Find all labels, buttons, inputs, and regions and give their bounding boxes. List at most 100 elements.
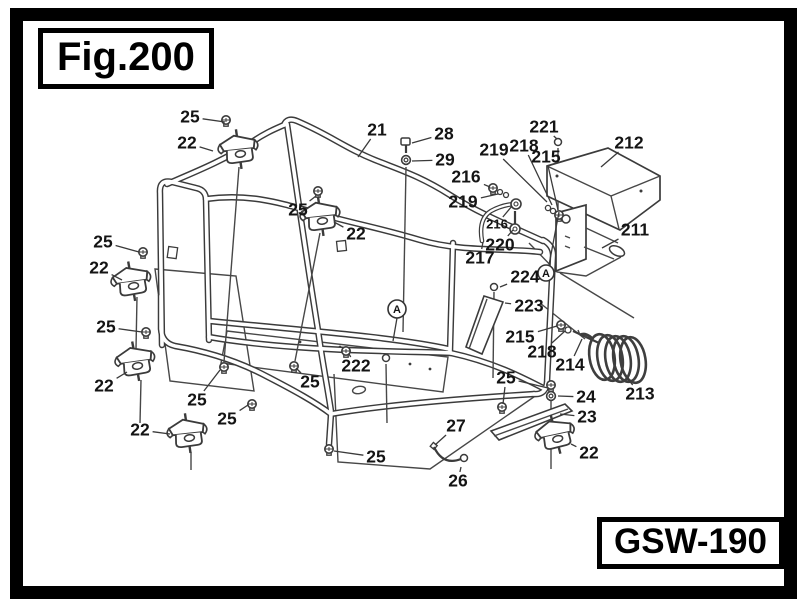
part-callout-22: 22 bbox=[346, 223, 366, 244]
leader-line bbox=[573, 338, 583, 357]
leader-line bbox=[600, 151, 619, 168]
leader-line bbox=[551, 330, 566, 344]
part-callout-24: 24 bbox=[576, 386, 596, 407]
part-callout-215: 215 bbox=[531, 146, 561, 167]
part-callout-25: 25 bbox=[96, 316, 116, 337]
part-callout-211: 211 bbox=[620, 219, 650, 240]
leader-line bbox=[626, 377, 634, 386]
leader-lines bbox=[111, 118, 634, 473]
part-callout-26: 26 bbox=[448, 470, 468, 491]
part-callout-219: 219 bbox=[448, 191, 478, 212]
frame-tubes bbox=[160, 120, 553, 444]
leader-line bbox=[118, 328, 143, 333]
strip-plate-223 bbox=[464, 295, 505, 356]
part-callout-218: 218 bbox=[527, 341, 557, 362]
leader-line bbox=[459, 466, 462, 473]
part-callout-27: 27 bbox=[446, 415, 466, 436]
bracket-211 bbox=[555, 203, 626, 273]
part-callout-25: 25 bbox=[180, 106, 200, 127]
leader-line bbox=[202, 118, 226, 123]
leader-line bbox=[295, 367, 302, 374]
leader-line bbox=[239, 404, 249, 412]
part-callout-214: 214 bbox=[555, 354, 585, 375]
part-callout-224: 224 bbox=[510, 266, 540, 287]
part-callout-25: 25 bbox=[288, 199, 308, 220]
leader-line bbox=[570, 443, 577, 448]
leader-line bbox=[116, 371, 128, 379]
part-callout-25: 25 bbox=[217, 408, 237, 429]
part-callout-25: 25 bbox=[496, 367, 516, 388]
frame-tab bbox=[166, 245, 179, 260]
part-callout-25: 25 bbox=[366, 446, 386, 467]
leader-line bbox=[507, 229, 514, 237]
part-callout-220: 220 bbox=[485, 234, 515, 255]
assembly-markers: AA bbox=[387, 211, 560, 342]
part-callout-212: 212 bbox=[614, 132, 644, 153]
spring-213 bbox=[572, 329, 648, 385]
part-callout-219: 219 bbox=[479, 139, 509, 160]
part-callout-25: 25 bbox=[93, 231, 113, 252]
leader-line bbox=[527, 154, 553, 206]
leader-line bbox=[557, 395, 574, 398]
assembly-marker-A: A bbox=[387, 299, 407, 342]
part-callout-22: 22 bbox=[94, 375, 114, 396]
leader-line bbox=[480, 193, 499, 199]
frame-tab bbox=[335, 239, 348, 253]
part-callout-222: 222 bbox=[341, 355, 371, 376]
leader-line bbox=[111, 273, 123, 281]
leader-line bbox=[537, 325, 558, 333]
figure-number-box: Fig.200 bbox=[38, 28, 214, 89]
leader-line bbox=[333, 450, 364, 456]
part-callout-215: 215 bbox=[505, 326, 535, 347]
part-callout-28: 28 bbox=[434, 123, 454, 144]
leader-line bbox=[481, 241, 484, 250]
svg-text:A: A bbox=[542, 268, 550, 280]
leader-line bbox=[152, 431, 171, 435]
part-callout-22: 22 bbox=[177, 132, 197, 153]
assembly-marker-A: A bbox=[537, 211, 560, 282]
leader-line bbox=[601, 238, 619, 249]
part-callout-213: 213 bbox=[625, 383, 655, 404]
leader-line bbox=[502, 205, 513, 218]
leader-line bbox=[502, 386, 506, 405]
figure-number: Fig.200 bbox=[57, 35, 195, 79]
cover-plate-212 bbox=[546, 147, 661, 231]
model-number-box: GSW-190 bbox=[597, 517, 784, 569]
part-callout-216: 216 bbox=[451, 166, 481, 187]
part-callout-23: 23 bbox=[577, 406, 597, 427]
part-callout-216: 216 bbox=[486, 216, 508, 232]
leader-line bbox=[333, 221, 344, 228]
angle-bar-23 bbox=[489, 403, 574, 441]
part-callout-22: 22 bbox=[579, 442, 599, 463]
leader-line bbox=[518, 380, 549, 389]
leader-line bbox=[309, 195, 317, 202]
leader-line bbox=[547, 165, 559, 211]
part-callout-25: 25 bbox=[187, 389, 207, 410]
leader-line bbox=[411, 159, 433, 162]
leader-line bbox=[411, 136, 432, 144]
page-border bbox=[10, 8, 797, 599]
part-callout-29: 29 bbox=[435, 149, 455, 170]
leader-line bbox=[553, 135, 558, 140]
leader-line bbox=[483, 183, 491, 188]
leader-line bbox=[348, 353, 352, 358]
part-callout-22: 22 bbox=[89, 257, 109, 278]
svg-text:A: A bbox=[393, 304, 401, 316]
part-callout-21: 21 bbox=[367, 119, 387, 140]
part-callout-25: 25 bbox=[300, 371, 320, 392]
leader-line bbox=[203, 369, 221, 392]
leader-line bbox=[499, 283, 508, 288]
leader-line bbox=[559, 413, 575, 417]
part-callout-22: 22 bbox=[130, 419, 150, 440]
leader-line bbox=[115, 244, 140, 253]
part-callout-218: 218 bbox=[509, 135, 539, 156]
leader-line bbox=[434, 434, 447, 446]
leader-line bbox=[357, 138, 372, 158]
leader-line bbox=[504, 302, 512, 305]
part-callout-223: 223 bbox=[514, 295, 544, 316]
leader-line bbox=[199, 146, 214, 152]
model-number: GSW-190 bbox=[614, 522, 767, 561]
leader-line bbox=[502, 158, 548, 203]
